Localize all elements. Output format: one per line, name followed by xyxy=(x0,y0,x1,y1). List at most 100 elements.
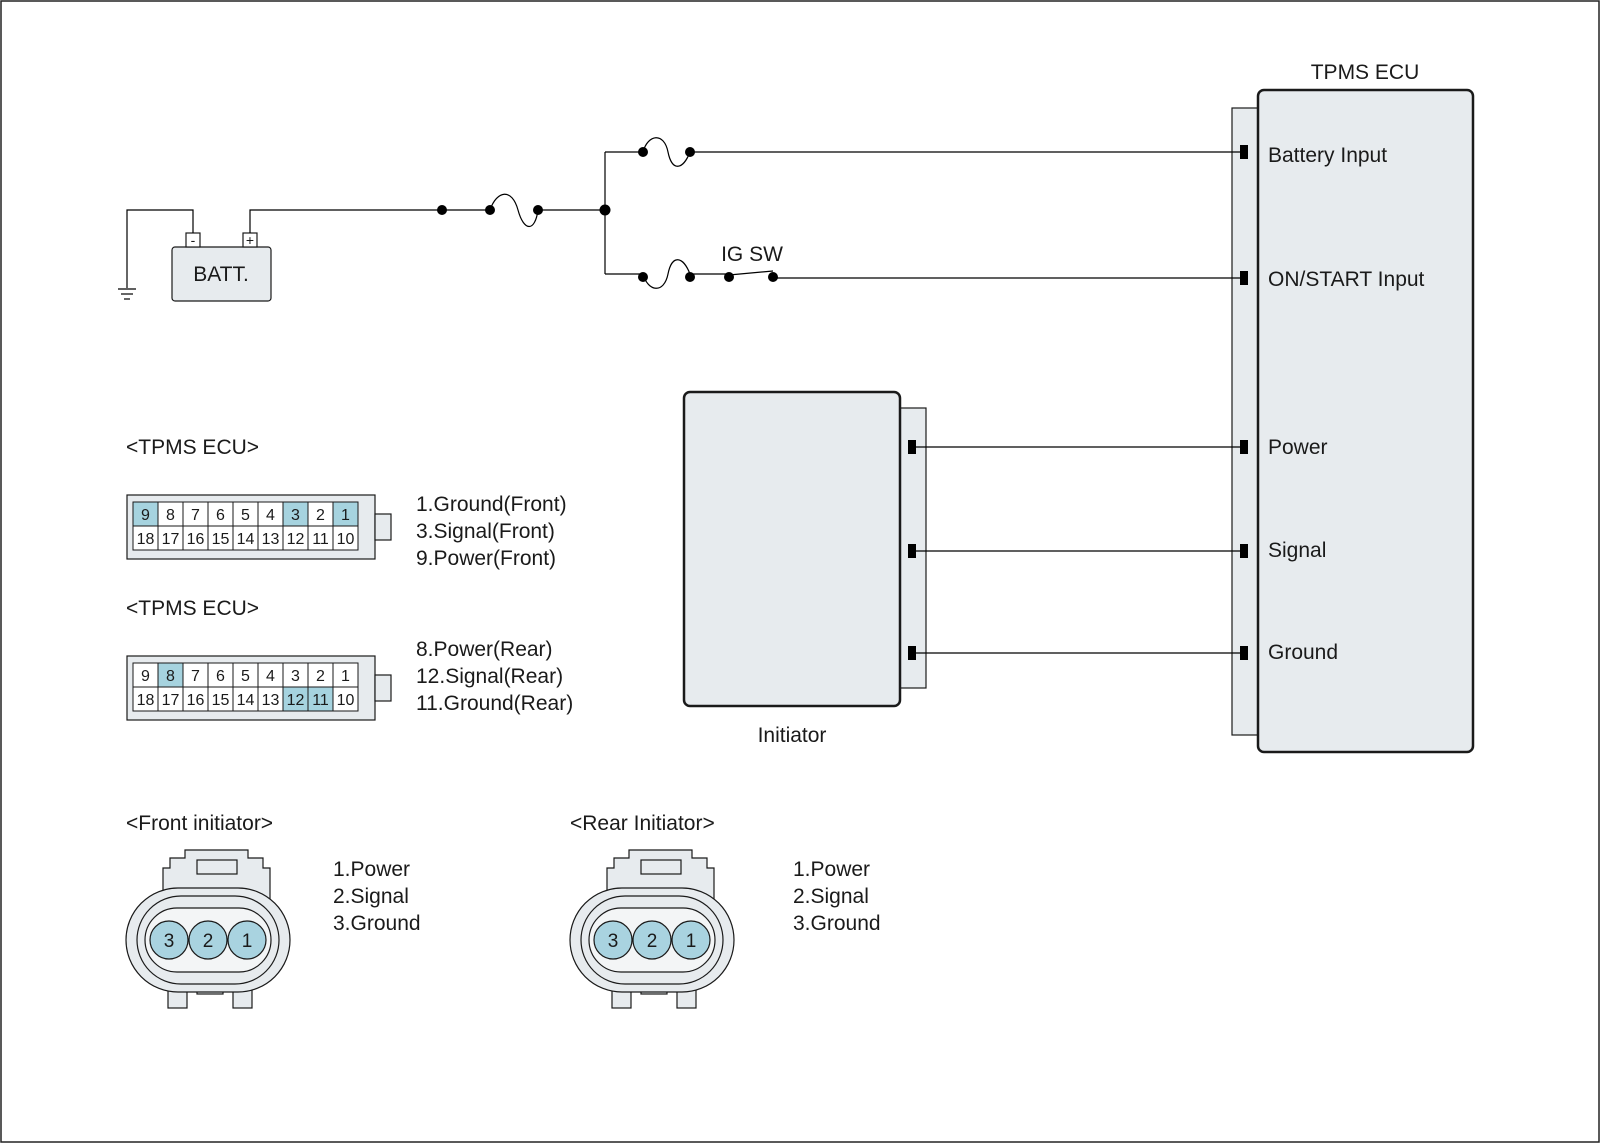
connector-legend-item: 9.Power(Front) xyxy=(416,547,556,570)
connector-pin-number: 5 xyxy=(241,507,250,524)
initiator-connector-cavity xyxy=(632,920,672,960)
connector-pin-cell xyxy=(207,501,234,527)
connector-pin-number: 8 xyxy=(166,668,175,685)
wiring-nodes xyxy=(437,147,778,282)
connector-pin-cell xyxy=(257,662,284,688)
connector-pin-cell xyxy=(332,686,359,712)
ecu-terminal-on-start xyxy=(1240,271,1248,285)
connector-pin-number: 3 xyxy=(291,668,300,685)
ecu-terminal-signal xyxy=(1240,544,1248,558)
connector-pin-number: 8 xyxy=(166,507,175,524)
connector-legend-item: 12.Signal(Rear) xyxy=(416,665,563,688)
initiator-connector-cavity xyxy=(188,920,228,960)
ecu-pin-ground: Ground xyxy=(1268,641,1338,664)
connector-pin-cell xyxy=(307,686,334,712)
initiator-legend-item: 1.Power xyxy=(333,858,410,881)
ecu-terminal-ground xyxy=(1240,646,1248,660)
initiator-connector-cavity xyxy=(671,920,711,960)
ecu-pin-battery-input: Battery Input xyxy=(1268,144,1387,167)
initiator-connector-latch-slot xyxy=(640,859,682,875)
initiator-wiring xyxy=(916,446,1242,654)
initiator-cavity-number: 1 xyxy=(242,931,253,952)
connector-pin-number: 12 xyxy=(287,692,305,709)
connector-pin-number: 18 xyxy=(137,531,155,548)
connector-pin-number: 2 xyxy=(316,668,325,685)
connector-pin-number: 1 xyxy=(341,668,350,685)
ig-switch-label: IG SW xyxy=(721,243,783,266)
connector-pin-number: 18 xyxy=(137,692,155,709)
ecu-pin-on-start-input: ON/START Input xyxy=(1268,268,1425,291)
connector-pin-cell xyxy=(282,525,309,551)
connector-pin-number: 17 xyxy=(162,692,180,709)
initiator-legend-item: 3.Ground xyxy=(333,912,421,935)
initiator: Initiator xyxy=(682,390,927,747)
initiator-cavity-number: 1 xyxy=(686,931,697,952)
battery-negative-sign: - xyxy=(191,232,196,248)
connector-latch xyxy=(374,674,392,702)
connector-pin-cell xyxy=(182,501,209,527)
ecu-pin-power: Power xyxy=(1268,436,1328,459)
connector-pin-cell xyxy=(132,501,159,527)
initiator-connector-cavity xyxy=(227,920,267,960)
battery: BATT. - + xyxy=(171,232,272,302)
connector-pin-number: 9 xyxy=(141,668,150,685)
ecu-pin-signal: Signal xyxy=(1268,539,1326,562)
connector-title: <TPMS ECU> xyxy=(126,597,259,620)
ecu-title: TPMS ECU xyxy=(1311,61,1420,84)
connector-legend-item: 11.Ground(Rear) xyxy=(416,692,573,715)
connector-pin-cell xyxy=(207,686,234,712)
connector-pin-cell xyxy=(332,525,359,551)
connector-pin-cell xyxy=(307,525,334,551)
connector-pin-cell xyxy=(332,501,359,527)
connector-pin-number: 10 xyxy=(337,692,355,709)
connector-pin-cell xyxy=(332,662,359,688)
initiator-legend-item: 2.Signal xyxy=(793,885,869,908)
connector-pin-number: 9 xyxy=(141,507,150,524)
initiator-cavity-number: 3 xyxy=(164,931,175,952)
connector-pin-cell xyxy=(182,525,209,551)
initiator-cavity-number: 2 xyxy=(647,931,658,952)
connector-pin-number: 6 xyxy=(216,668,225,685)
connector-pin-cell xyxy=(282,686,309,712)
power-wiring xyxy=(249,137,1242,289)
connector-pin-number: 4 xyxy=(266,668,275,685)
connector-pin-cell xyxy=(157,525,184,551)
connector-pin-number: 16 xyxy=(187,692,205,709)
connector-pin-number: 7 xyxy=(191,507,200,524)
initiator-connector-cavity xyxy=(149,920,189,960)
connector-pin-cell xyxy=(132,686,159,712)
ecu-body xyxy=(1256,88,1475,754)
connector-pin-cell xyxy=(157,501,184,527)
initiator-connector-latch-slot xyxy=(196,859,238,875)
connector-pin-number: 10 xyxy=(337,531,355,548)
ecu-terminal-power xyxy=(1240,440,1248,454)
initiator-legend-item: 1.Power xyxy=(793,858,870,881)
connector-title: <TPMS ECU> xyxy=(126,436,259,459)
ecu-terminal-battery xyxy=(1240,145,1248,159)
initiator-label: Initiator xyxy=(758,724,827,747)
connector-latch xyxy=(374,513,392,541)
initiator-body xyxy=(682,390,902,708)
initiator-terminal-power xyxy=(908,440,916,454)
connector-pin-number: 17 xyxy=(162,531,180,548)
connector-legend-item: 1.Ground(Front) xyxy=(416,493,567,516)
initiator-connector-inner-wall xyxy=(136,895,280,985)
connector-pin-number: 11 xyxy=(312,692,329,709)
connector-pin-number: 5 xyxy=(241,668,250,685)
connector-pin-number: 3 xyxy=(291,507,300,524)
initiator-connector-title: <Rear Initiator> xyxy=(570,812,715,835)
connector-pin-number: 7 xyxy=(191,668,200,685)
connector-pin-number: 14 xyxy=(237,531,255,548)
connector-pin-number: 15 xyxy=(212,531,230,548)
ground-symbol xyxy=(118,209,194,300)
tpms-ecu: TPMS ECU Battery Input ON/START Input Po… xyxy=(1231,61,1475,754)
